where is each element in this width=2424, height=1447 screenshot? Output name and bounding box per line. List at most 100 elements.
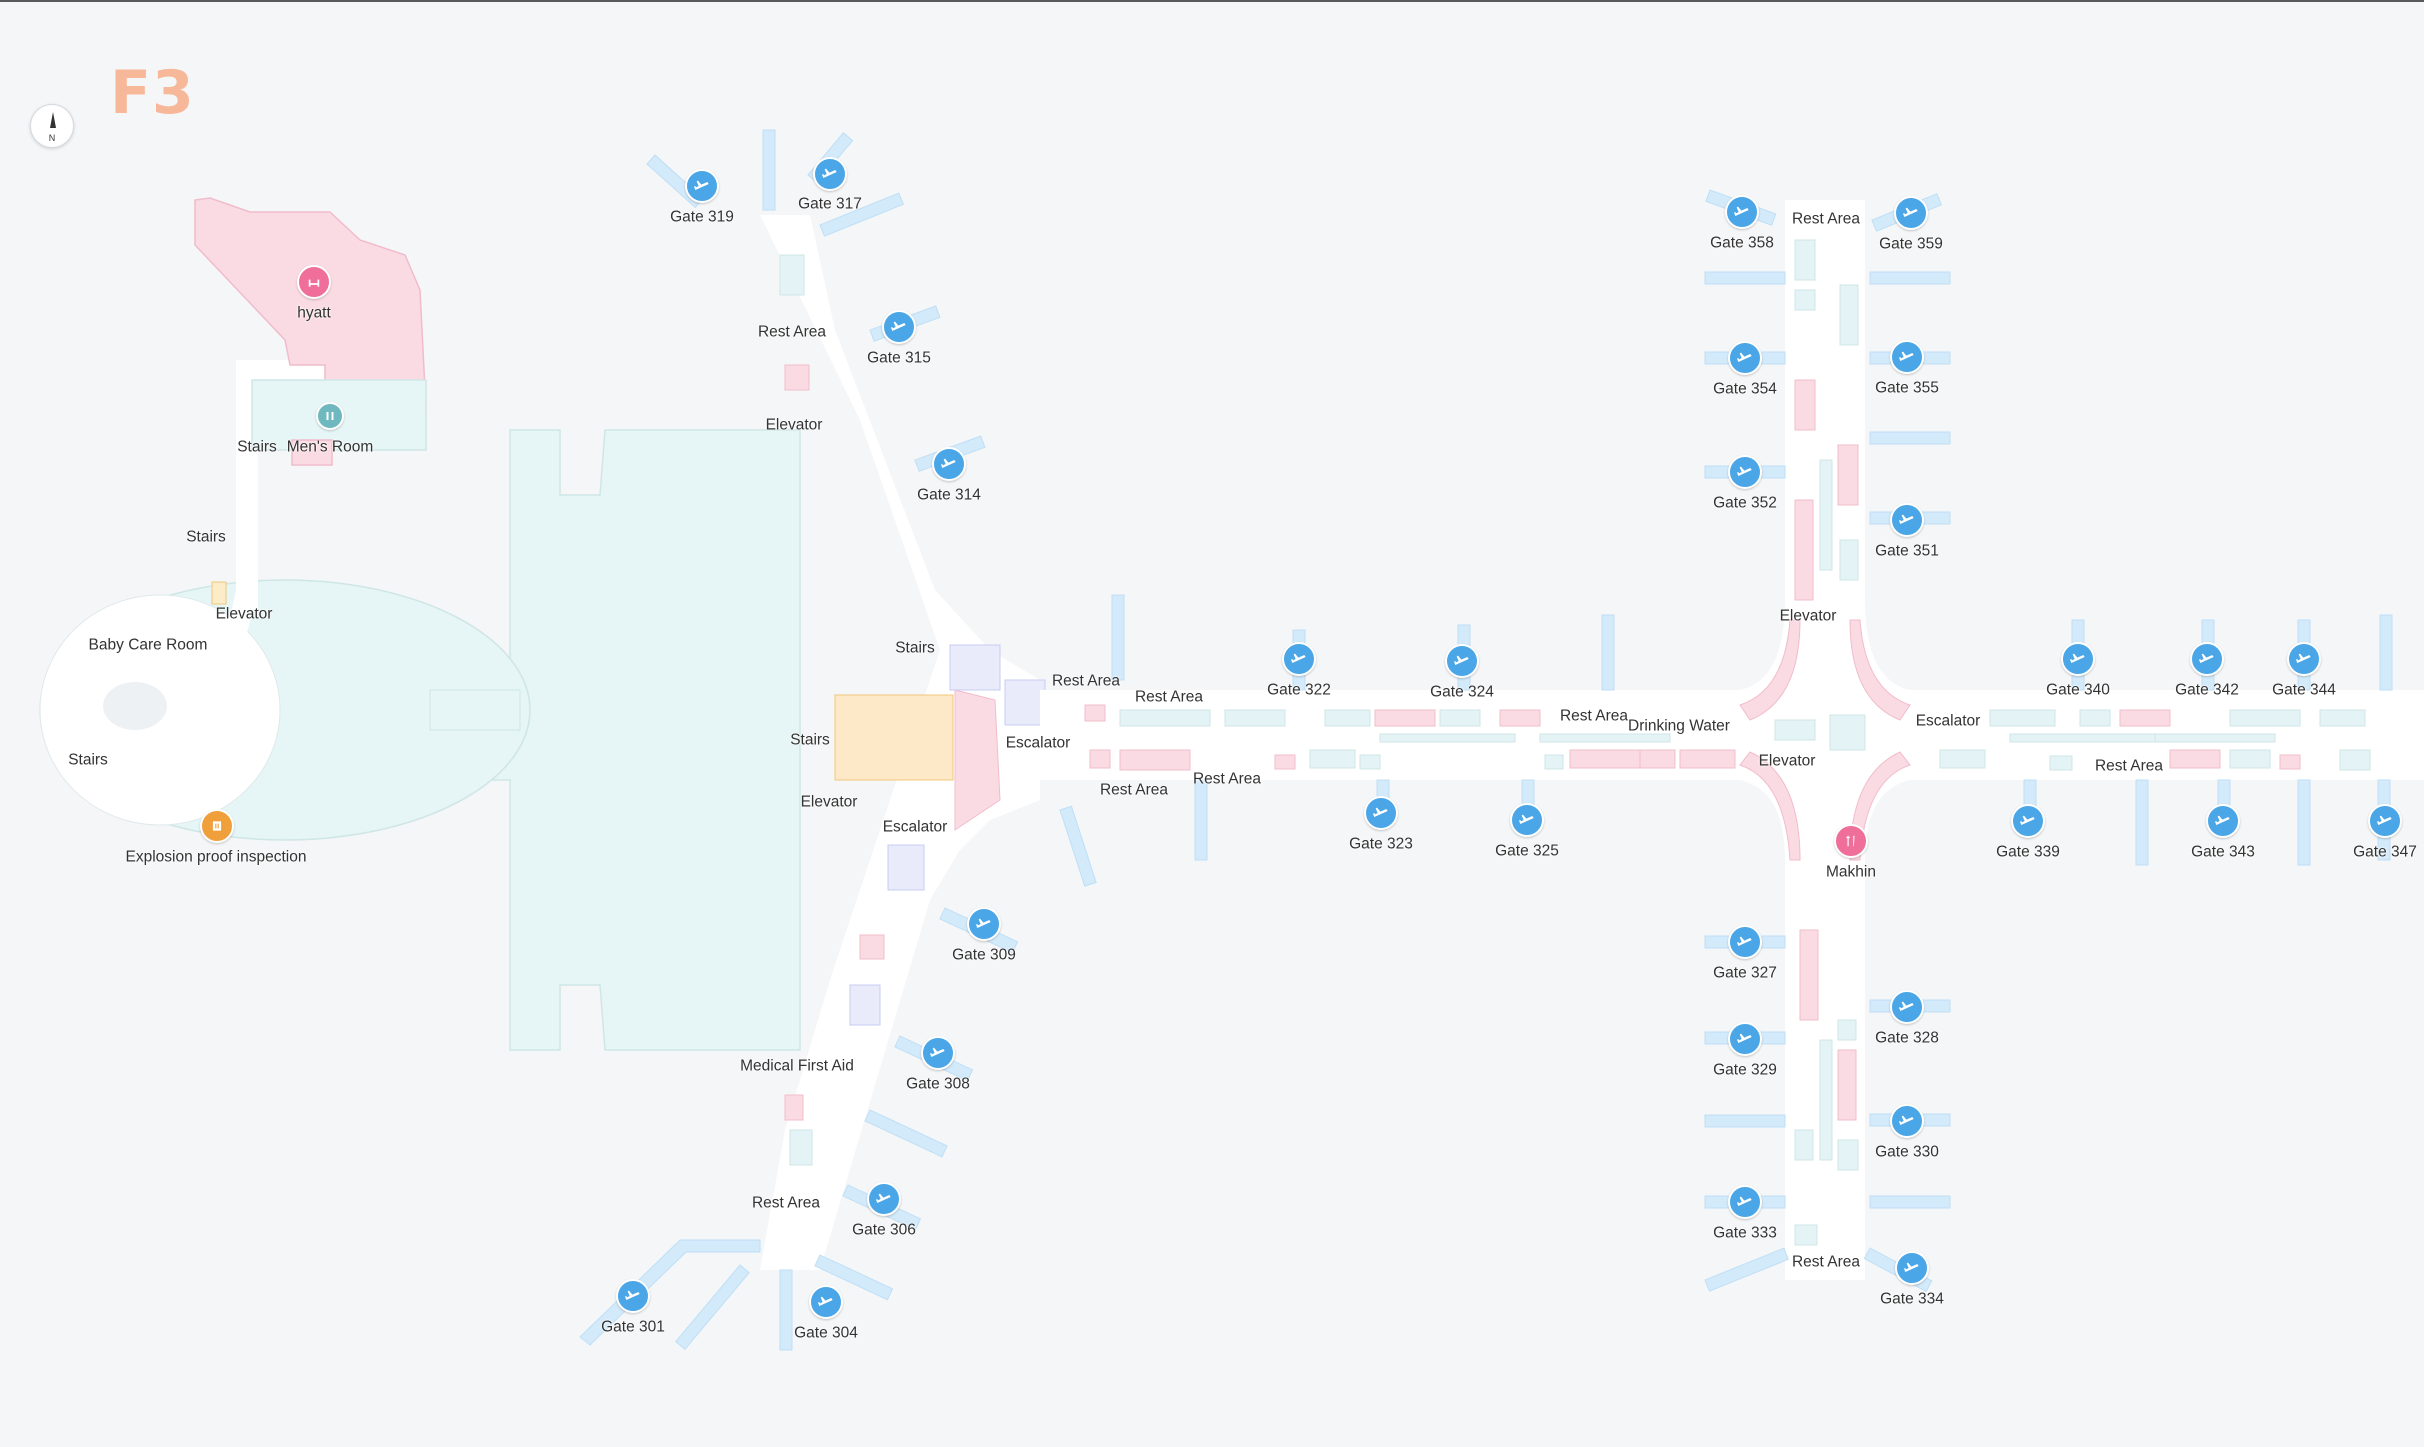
gate-label[interactable]: Gate 340 [2046, 681, 2110, 699]
gate-marker-icon[interactable] [809, 1285, 843, 1319]
gate-marker-icon[interactable] [2287, 642, 2321, 676]
gate-marker-icon[interactable] [1890, 503, 1924, 537]
rest-area-label[interactable]: Rest Area [1134, 688, 1204, 706]
elevator-label[interactable]: Elevator [1758, 752, 1816, 770]
stairs-label[interactable]: Stairs [895, 639, 935, 657]
gate-marker-icon[interactable] [1890, 340, 1924, 374]
gate-marker-icon[interactable] [616, 1279, 650, 1313]
hyatt-hotel-block [194, 197, 427, 466]
gate-marker-icon[interactable] [967, 907, 1001, 941]
gate-label[interactable]: Gate 329 [1713, 1061, 1777, 1079]
stairs-label[interactable]: Stairs [237, 438, 277, 456]
gate-marker-icon[interactable] [2061, 642, 2095, 676]
rest-area-label[interactable]: Rest Area [1791, 210, 1861, 228]
gate-marker-icon[interactable] [1728, 341, 1762, 375]
gate-label[interactable]: Gate 330 [1875, 1143, 1939, 1161]
gate-label[interactable]: Gate 355 [1875, 379, 1939, 397]
elevator-label[interactable]: Elevator [765, 416, 823, 434]
gate-label[interactable]: Gate 342 [2175, 681, 2239, 699]
escalator-label[interactable]: Escalator [882, 818, 948, 836]
gate-marker-icon[interactable] [1894, 196, 1928, 230]
rest-area-label[interactable]: Rest Area [1099, 781, 1169, 799]
gate-label[interactable]: Gate 351 [1875, 542, 1939, 560]
gate-marker-icon[interactable] [1510, 803, 1544, 837]
gate-marker-icon[interactable] [1728, 1185, 1762, 1219]
rest-area-label[interactable]: Rest Area [751, 1194, 821, 1212]
gate-marker-icon[interactable] [932, 447, 966, 481]
gate-label[interactable]: Gate 352 [1713, 494, 1777, 512]
gate-label[interactable]: Gate 354 [1713, 380, 1777, 398]
rest-area-label[interactable]: Rest Area [1559, 707, 1629, 725]
elevator-label[interactable]: Elevator [800, 793, 858, 811]
gate-marker-icon[interactable] [1728, 455, 1762, 489]
gate-marker-icon[interactable] [813, 157, 847, 191]
escalator-label[interactable]: Escalator [1005, 734, 1071, 752]
gate-label[interactable]: Gate 309 [952, 946, 1016, 964]
compass-icon[interactable]: N [30, 104, 74, 148]
rest-area-label[interactable]: Rest Area [1192, 770, 1262, 788]
gate-label[interactable]: Gate 334 [1880, 1290, 1944, 1308]
gate-label[interactable]: Gate 306 [852, 1221, 916, 1239]
rest-area-label[interactable]: Rest Area [1791, 1253, 1861, 1271]
gate-marker-icon[interactable] [1728, 925, 1762, 959]
dining-icon[interactable] [1834, 824, 1868, 858]
gate-marker-icon[interactable] [2368, 804, 2402, 838]
gate-marker-icon[interactable] [1728, 1022, 1762, 1056]
gate-marker-icon[interactable] [2011, 804, 2045, 838]
gate-marker-icon[interactable] [2190, 642, 2224, 676]
gate-marker-icon[interactable] [1364, 796, 1398, 830]
stairs-label[interactable]: Stairs [790, 731, 830, 749]
elevator-label[interactable]: Elevator [215, 605, 273, 623]
gate-marker-icon[interactable] [1895, 1251, 1929, 1285]
stairs-label[interactable]: Stairs [68, 751, 108, 769]
elevator-label[interactable]: Elevator [1779, 607, 1837, 625]
gate-marker-icon[interactable] [2206, 804, 2240, 838]
gate-label[interactable]: Gate 358 [1710, 234, 1774, 252]
explosion-proof-inspection-label[interactable]: Explosion proof inspection [125, 848, 307, 866]
gate-label[interactable]: Gate 304 [794, 1324, 858, 1342]
gate-label[interactable]: Gate 343 [2191, 843, 2255, 861]
rest-area-label[interactable]: Rest Area [2094, 757, 2164, 775]
mens-room-label[interactable]: Men's Room [286, 438, 374, 456]
gate-label[interactable]: Gate 347 [2353, 843, 2417, 861]
escalator-label[interactable]: Escalator [1915, 712, 1981, 730]
gate-marker-icon[interactable] [882, 310, 916, 344]
gate-label[interactable]: Gate 322 [1267, 681, 1331, 699]
gate-label[interactable]: Gate 344 [2272, 681, 2336, 699]
gate-marker-icon[interactable] [1890, 1104, 1924, 1138]
gate-label[interactable]: Gate 317 [798, 195, 862, 213]
gate-marker-icon[interactable] [685, 169, 719, 203]
gate-label[interactable]: Gate 328 [1875, 1029, 1939, 1047]
baby-care-room-label[interactable]: Baby Care Room [88, 636, 208, 654]
top-border [0, 0, 2424, 2]
gate-marker-icon[interactable] [1445, 644, 1479, 678]
gate-label[interactable]: Gate 315 [867, 349, 931, 367]
hotel-icon[interactable] [297, 265, 331, 299]
drinking-water-label[interactable]: Drinking Water [1628, 717, 1730, 735]
gate-marker-icon[interactable] [1282, 642, 1316, 676]
gate-label[interactable]: Gate 359 [1879, 235, 1943, 253]
gate-label[interactable]: Gate 308 [906, 1075, 970, 1093]
gate-label[interactable]: Gate 301 [601, 1318, 665, 1336]
gate-label[interactable]: Gate 327 [1713, 964, 1777, 982]
inspection-icon[interactable] [200, 809, 234, 843]
restroom-icon[interactable] [316, 402, 344, 430]
gate-marker-icon[interactable] [1725, 195, 1759, 229]
gate-label[interactable]: Gate 324 [1430, 683, 1494, 701]
makhin-label[interactable]: Makhin [1826, 863, 1876, 881]
gate-label[interactable]: Gate 323 [1349, 835, 1413, 853]
gate-label[interactable]: Gate 314 [917, 486, 981, 504]
gate-label[interactable]: Gate 325 [1495, 842, 1559, 860]
gate-marker-icon[interactable] [921, 1036, 955, 1070]
rest-area-label[interactable]: Rest Area [1051, 672, 1121, 690]
medical-first-aid-label[interactable]: Medical First Aid [740, 1057, 854, 1075]
stairs-label[interactable]: Stairs [186, 528, 226, 546]
rest-area-label[interactable]: Rest Area [757, 323, 827, 341]
gate-marker-icon[interactable] [1890, 990, 1924, 1024]
gate-label[interactable]: Gate 333 [1713, 1224, 1777, 1242]
hyatt-label[interactable]: hyatt [297, 304, 331, 322]
gate-label[interactable]: Gate 319 [670, 208, 734, 226]
gate-label[interactable]: Gate 339 [1996, 843, 2060, 861]
gate-marker-icon[interactable] [867, 1182, 901, 1216]
